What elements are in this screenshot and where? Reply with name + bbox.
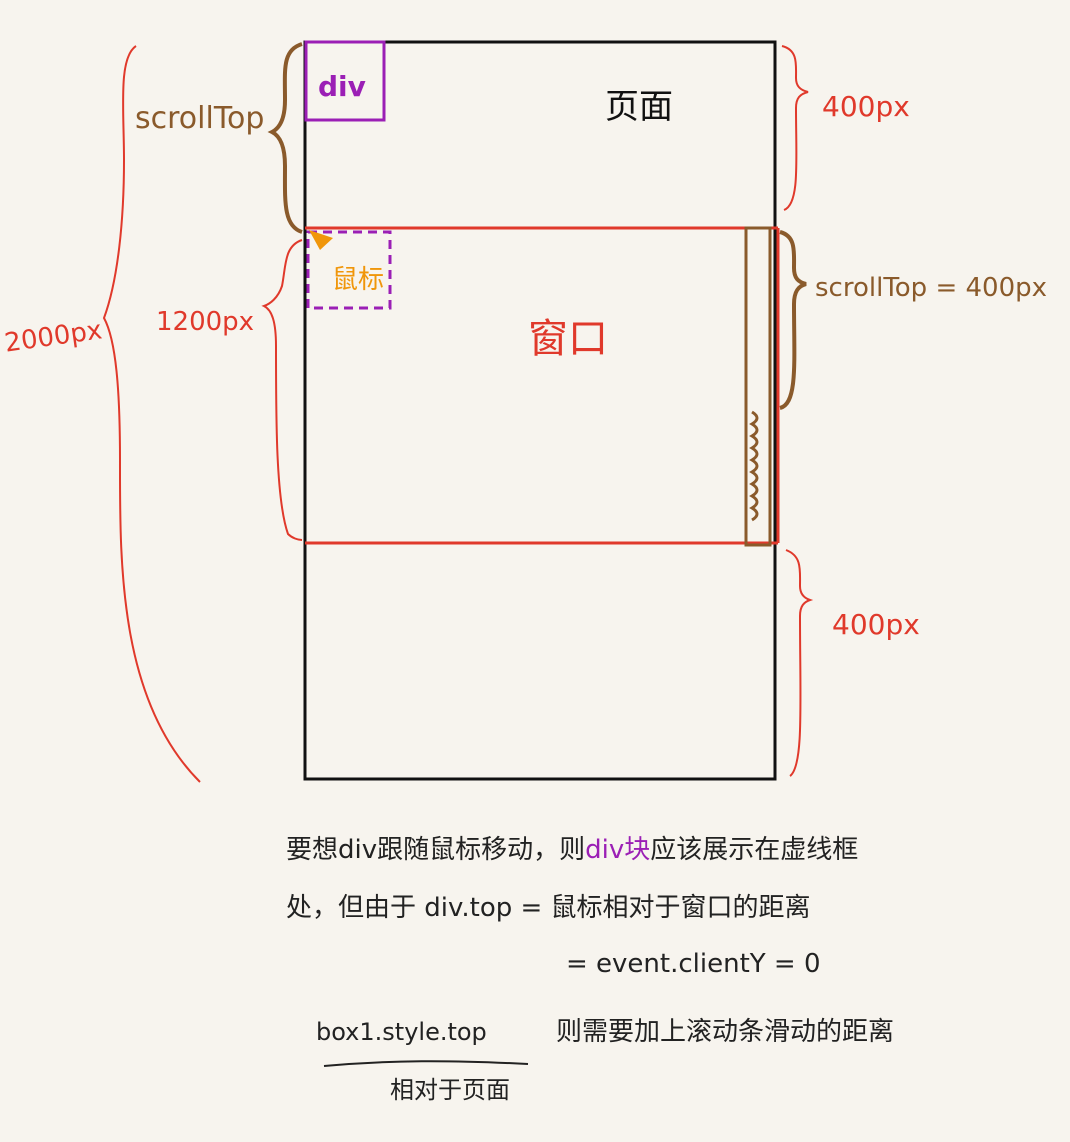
dashed-target-box <box>306 230 392 310</box>
note-line4: 则需要加上滚动条滑动的距离 <box>556 1017 894 1047</box>
note-line3: = event.clientY = 0 <box>566 949 821 979</box>
total-2000-label: 2000px <box>3 315 104 358</box>
scrollbar-thumb-scribble <box>749 410 759 522</box>
scrollbar-track <box>744 226 772 547</box>
note-line1-b: div块 <box>585 835 650 865</box>
window-1200-label: 1200px <box>156 307 254 337</box>
note-line1-a: 要想div跟随鼠标移动，则 <box>286 835 585 865</box>
div-box <box>304 40 386 122</box>
div-label: div <box>318 70 366 103</box>
scrolltop-left-brace <box>267 42 303 234</box>
page-label: 页面 <box>605 87 673 127</box>
window-1200-brace <box>261 239 303 541</box>
bottom-400-brace <box>785 549 814 777</box>
total-2000-brace <box>102 45 201 783</box>
note-line2: 处，但由于 div.top = 鼠标相对于窗口的距离 <box>286 893 811 923</box>
cursor-label: 鼠标 <box>332 265 384 295</box>
bottom-400-label: 400px <box>832 608 920 641</box>
note-line1: 要想div跟随鼠标移动，则div块应该展示在虚线框 <box>286 835 858 865</box>
note-code-underline <box>323 1060 529 1067</box>
top-400-label: 400px <box>822 90 910 123</box>
note-line1-c: 应该展示在虚线框 <box>650 835 858 865</box>
page-rect <box>303 40 777 781</box>
note-code-sub: 相对于页面 <box>390 1076 510 1104</box>
window-label: 窗口 <box>528 316 608 362</box>
scrolltop-right-label: scrollTop = 400px <box>815 273 1047 303</box>
top-400-brace <box>781 45 809 211</box>
note-code: box1.style.top <box>316 1018 487 1046</box>
cursor-icon <box>309 230 333 250</box>
scrolltop-left-label: scrollTop <box>135 101 264 136</box>
scrolltop-right-brace <box>779 230 807 410</box>
